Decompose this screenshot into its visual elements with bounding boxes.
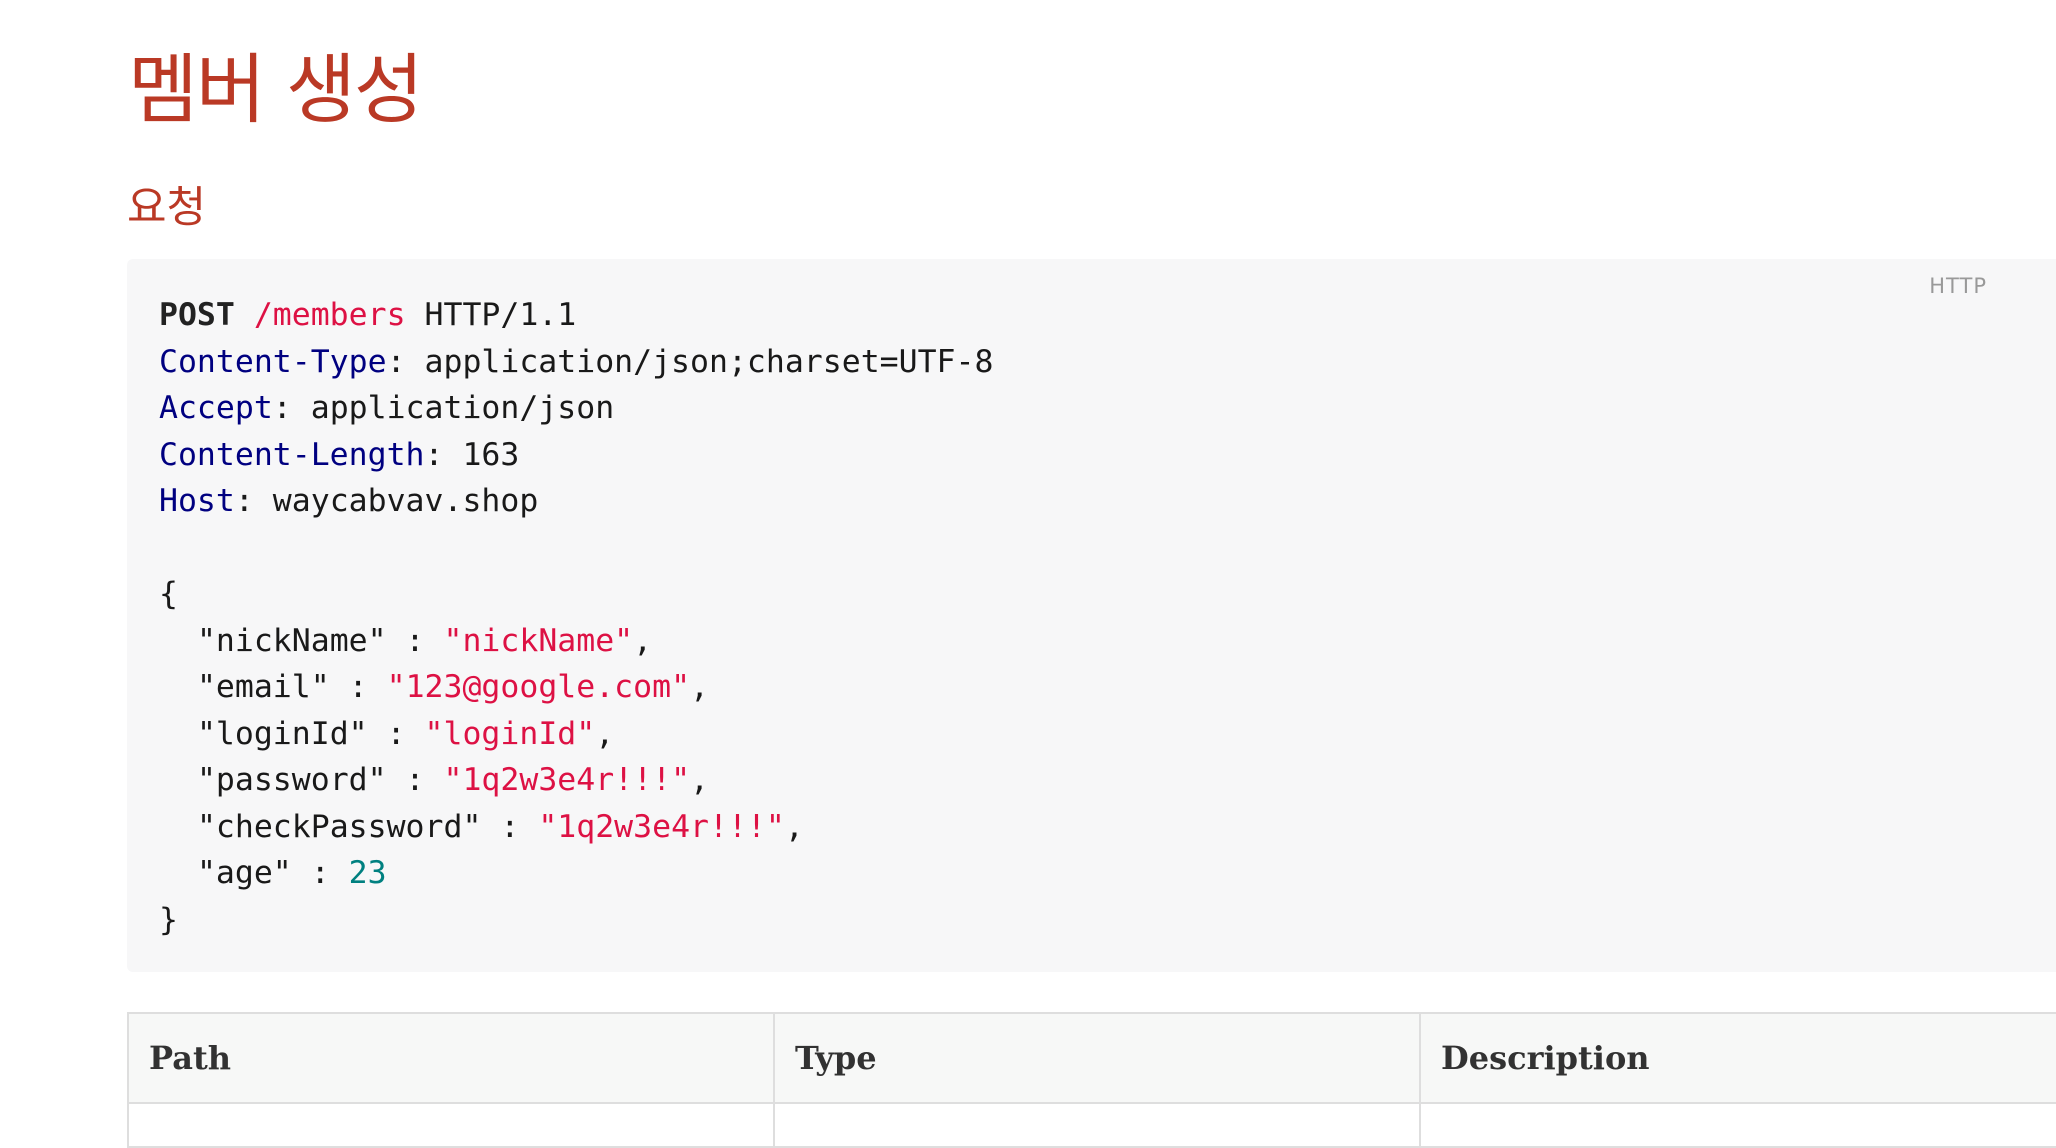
request-fields-table: Path Type Description xyxy=(127,1012,2056,1148)
http-request-code: POST /members HTTP/1.1 Content-Type: app… xyxy=(159,297,994,938)
json-key: "nickName" xyxy=(196,622,387,659)
table-header-row: Path Type Description xyxy=(128,1013,2056,1104)
request-path: /members xyxy=(253,297,406,333)
json-separator: , xyxy=(784,808,804,845)
json-separator: , xyxy=(690,762,710,798)
header-name: Accept xyxy=(159,390,273,426)
json-key: "password" xyxy=(196,762,387,798)
json-value: "123@google.com" xyxy=(386,669,691,705)
http-request-code-block: HTTP POST /members HTTP/1.1 Content-Type… xyxy=(127,259,2056,972)
header-value: application/json;charset=UTF-8 xyxy=(424,343,994,380)
header-name: Host xyxy=(159,483,235,519)
json-separator: , xyxy=(633,622,653,659)
http-protocol: HTTP/1.1 xyxy=(424,297,577,333)
json-key: "loginId" xyxy=(196,715,368,752)
column-header-description: Description xyxy=(1420,1013,2056,1104)
json-open-brace: { xyxy=(159,576,178,612)
json-value: "1q2w3e4r!!!" xyxy=(538,808,785,845)
json-value: "loginId" xyxy=(424,715,596,752)
json-separator: , xyxy=(690,669,710,705)
column-header-path: Path xyxy=(128,1013,775,1104)
json-value: 23 xyxy=(348,855,387,891)
json-value: "1q2w3e4r!!!" xyxy=(443,762,691,798)
header-name: Content-Length xyxy=(159,436,425,473)
header-name: Content-Type xyxy=(159,343,387,380)
code-language-label: HTTP xyxy=(1929,274,1987,298)
json-key: "checkPassword" xyxy=(196,808,482,845)
page-title: 멤버 생성 xyxy=(128,45,424,134)
header-value: waycabvav.shop xyxy=(272,483,539,519)
column-header-type: Type xyxy=(774,1013,1421,1104)
header-value: 163 xyxy=(462,436,520,473)
json-close-brace: } xyxy=(159,901,178,938)
json-key: "email" xyxy=(196,669,330,705)
json-key: "age" xyxy=(196,855,292,891)
header-value: application/json xyxy=(310,390,615,426)
section-title-request: 요청 xyxy=(127,183,207,233)
json-separator: , xyxy=(595,715,615,752)
json-value: "nickName" xyxy=(443,622,634,659)
http-method: POST xyxy=(159,297,235,333)
